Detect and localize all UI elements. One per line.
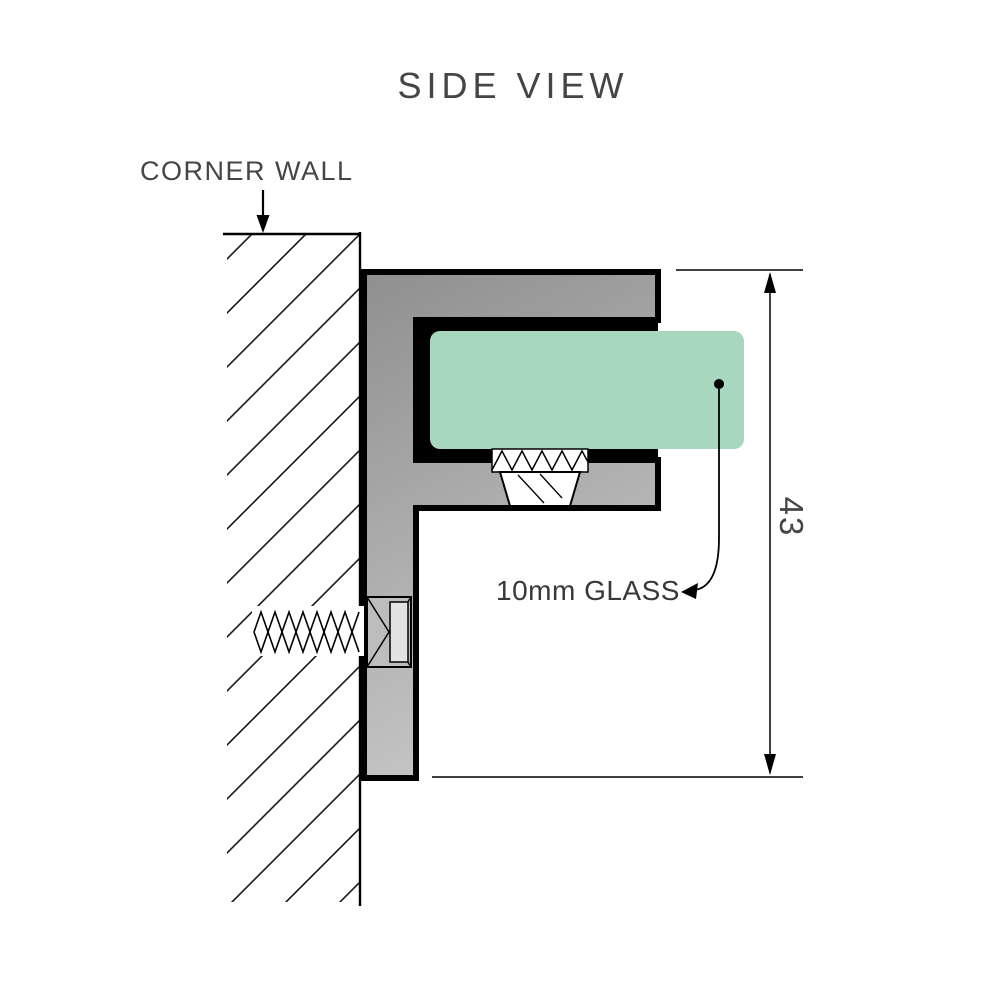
glass-label: 10mm GLASS [496,575,680,606]
wall-section [223,232,362,906]
wall-screw [252,596,412,668]
glass-panel [430,331,744,449]
glass-leader [681,379,724,599]
grub-screw [491,448,589,507]
corner-wall-arrow [256,190,270,233]
dimension-height: 43 [432,269,810,778]
leader-dot [714,379,724,389]
wall-hatching [227,234,360,902]
screw-thread-bottom [253,629,360,655]
screw-thread-top [253,609,360,635]
diagram-title: SIDE VIEW [397,65,628,106]
dimension-arrow-down [764,754,776,775]
corner-wall-label: CORNER WALL [140,156,354,186]
dimension-arrow-up [764,272,776,293]
leader-arrowhead [681,583,698,599]
bracket-profile [361,269,661,781]
dimension-value: 43 [773,497,810,538]
screw-head [366,596,412,668]
